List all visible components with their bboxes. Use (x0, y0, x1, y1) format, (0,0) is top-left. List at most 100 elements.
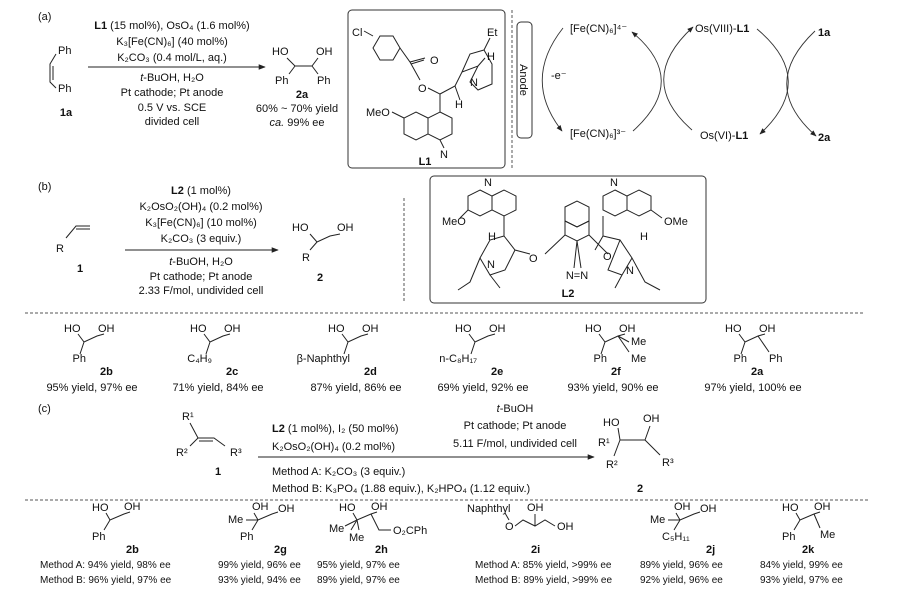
hydroxyl-label: HO (328, 323, 345, 335)
ferricyanide-label: [Fe(CN)₆]³⁻ (570, 128, 626, 140)
compound-id: 1 (77, 263, 83, 275)
panel-a-label: (a) (38, 11, 51, 23)
bond (203, 333, 231, 355)
method-a-result: 89% yield, 96% ee (640, 560, 723, 571)
panel-c: (c) R¹ R² R³ 1 L2 (1 mol%), I₂ (50 mol%)… (25, 403, 870, 586)
r1-label: R¹ (182, 411, 194, 423)
compound-id: 1a (60, 107, 73, 119)
cycle-product: 2a (818, 132, 831, 144)
arc-arrow (786, 30, 817, 137)
methyl-label: Me (631, 353, 646, 365)
hydroxyl-label: OH (224, 323, 241, 335)
compound-id: 2j (706, 544, 715, 556)
hydroxyl-label: OH (252, 501, 269, 513)
cycle-substrate: 1a (818, 27, 831, 39)
bond (468, 333, 496, 355)
result-text: 71% yield, 84% ee (172, 382, 263, 394)
ligand-id: L2 (562, 288, 575, 300)
substituent-label: C₄H₉ (187, 353, 212, 365)
ligand-L1: Cl O O MeO N N H H Et L1 (347, 9, 506, 169)
conditions-charge: 5.11 F/mol, undivided cell (453, 438, 577, 450)
conditions-charge: 2.33 F/mol, undivided cell (139, 285, 264, 297)
hydroxyl-label: OH (527, 502, 544, 514)
hydroxyl-label: HO (292, 222, 309, 234)
phenyl-label: Ph (317, 75, 330, 87)
r3-label: R³ (662, 457, 674, 469)
bond (344, 513, 391, 531)
conditions-line-4: K₂CO₃ (3 equiv.) (161, 233, 242, 245)
compound-id: 1 (215, 466, 221, 478)
product-2: HO OH R¹ R² R³ 2 (598, 413, 674, 495)
hydroxyl-label: OH (371, 501, 388, 513)
methyl-label: Me (820, 529, 835, 541)
conditions-potential: 0.5 V vs. SCE (138, 102, 206, 114)
methyl-label: Me (329, 523, 344, 535)
hydroxyl-label: OH (362, 323, 379, 335)
compound-id: 2a (751, 366, 764, 378)
bond (598, 333, 626, 355)
methoxy-label: MeO (442, 216, 466, 228)
ligand-box (347, 9, 506, 169)
conditions-electrodes: Pt cathode; Pt anode (464, 420, 567, 432)
bond (738, 333, 766, 355)
arc-arrow (541, 27, 564, 132)
conditions-line-3: K₂CO₃ (0.4 mol/L, aq.) (117, 52, 227, 64)
substrate-1: R 1 (56, 225, 90, 275)
nitrogen-label: N (487, 259, 495, 271)
anode-electrode (516, 21, 533, 139)
hydroxyl-label: OH (98, 323, 115, 335)
hydroxyl-label: OH (619, 323, 636, 335)
compound-id: 2d (364, 366, 377, 378)
method-b-result: 93% yield, 94% ee (218, 575, 301, 586)
method-b-result: 92% yield, 96% ee (640, 575, 723, 586)
r2-label: R² (606, 459, 618, 471)
quinoline-ring (467, 189, 493, 217)
nitrogen-label: N (470, 77, 478, 89)
substituent-label: Ph (734, 353, 747, 365)
substrate-1a: Ph Ph 1a (49, 45, 73, 119)
hydroxyl-label: OH (643, 413, 660, 425)
compound-id: 2h (375, 544, 388, 556)
ligand-L2: MeO OMe N N N N H H O O N=N L2 (429, 175, 707, 304)
phenyl-label: Ph (275, 75, 288, 87)
conditions-solvent: t-BuOH, H₂O (169, 256, 233, 268)
hydrogen-label: H (455, 99, 463, 111)
bond (793, 511, 821, 531)
oxygen-label: O (529, 253, 538, 265)
bond (673, 511, 701, 531)
conditions-line-2: K₂OsO₂(OH)₄ (0.2 mol%) (139, 201, 262, 213)
methoxy-label: OMe (664, 216, 688, 228)
hydroxyl-label: HO (782, 502, 799, 514)
hydroxyl-label: HO (585, 323, 602, 335)
bond (757, 335, 770, 353)
catalytic-cycle: Anode -e⁻ [Fe(CN)₆]⁴⁻ [Fe(CN)₆]³⁻ Os(VII… (516, 21, 831, 144)
product-2: HO OH R 2 (292, 222, 354, 284)
methoxy-label: MeO (366, 107, 390, 119)
quinoline-ring (491, 189, 517, 217)
hydroxyl-label: OH (316, 46, 333, 58)
methyl-label: Me (349, 532, 364, 544)
yield-text: 60% ~ 70% yield (256, 103, 338, 115)
r-group-label: R (56, 243, 64, 255)
panel-a: (a) Ph Ph 1a L1 (15 mol%), OsO₄ (1.6 mol… (38, 9, 831, 170)
conditions-solvent: t-BuOH, H₂O (140, 72, 204, 84)
methyl-label: Me (631, 336, 646, 348)
oxygen-label: O (418, 83, 427, 95)
result-text: 93% yield, 90% ee (567, 382, 658, 394)
conditions-cell: divided cell (145, 116, 199, 128)
chlorine-label: Cl (352, 27, 362, 39)
method-a-result: Method A: 85% yield, >99% ee (475, 560, 612, 571)
conditions-line-2: K₃[Fe(CN)₆] (40 mol%) (116, 36, 228, 48)
panel-b: (b) R 1 L2 (1 mol%) K₂OsO₂(OH)₄ (0.2 mol… (25, 175, 865, 394)
compound-id: 2a (296, 89, 309, 101)
quinoline-ring (427, 111, 453, 141)
arc-arrow (756, 28, 789, 135)
compound-id: 2 (317, 272, 323, 284)
